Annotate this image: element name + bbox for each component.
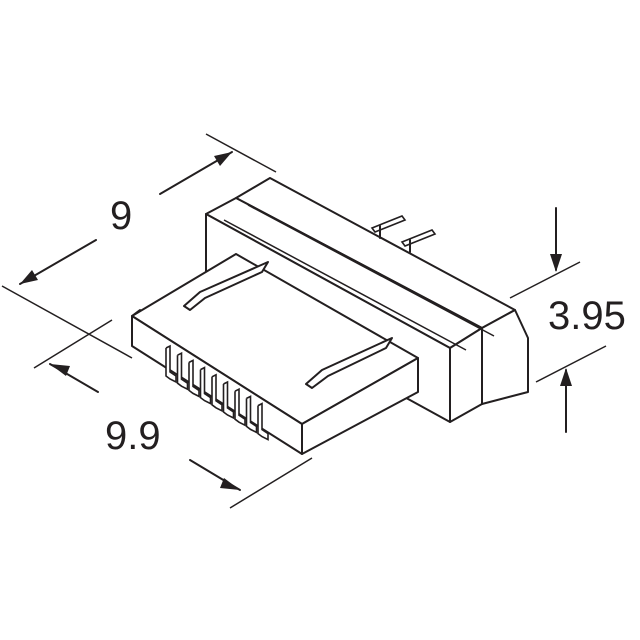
contact-pin [188,359,200,398]
contact-pin [211,373,223,413]
contact-array [165,344,269,441]
rear-pins [370,215,437,253]
dimension-width [33,319,313,509]
arrow-head [550,254,562,272]
arrow-head [220,478,240,490]
contact-pin [257,402,269,441]
contact-pin [222,380,235,420]
dimension-height [509,207,607,433]
arrow-head [50,364,70,376]
height-dimension-label: 3.95 [548,294,626,338]
width-dimension-label: 9.9 [105,414,161,458]
contact-pin [165,344,177,384]
contact-pin [245,395,258,434]
contact-pin [176,351,189,391]
arrow-head [20,270,38,284]
arrow-head [560,368,572,386]
dimension-length [1,133,277,359]
arrow-head [214,152,232,166]
contact-pin [234,387,246,427]
contact-pin [199,366,212,405]
length-dimension-label: 9 [110,194,133,238]
